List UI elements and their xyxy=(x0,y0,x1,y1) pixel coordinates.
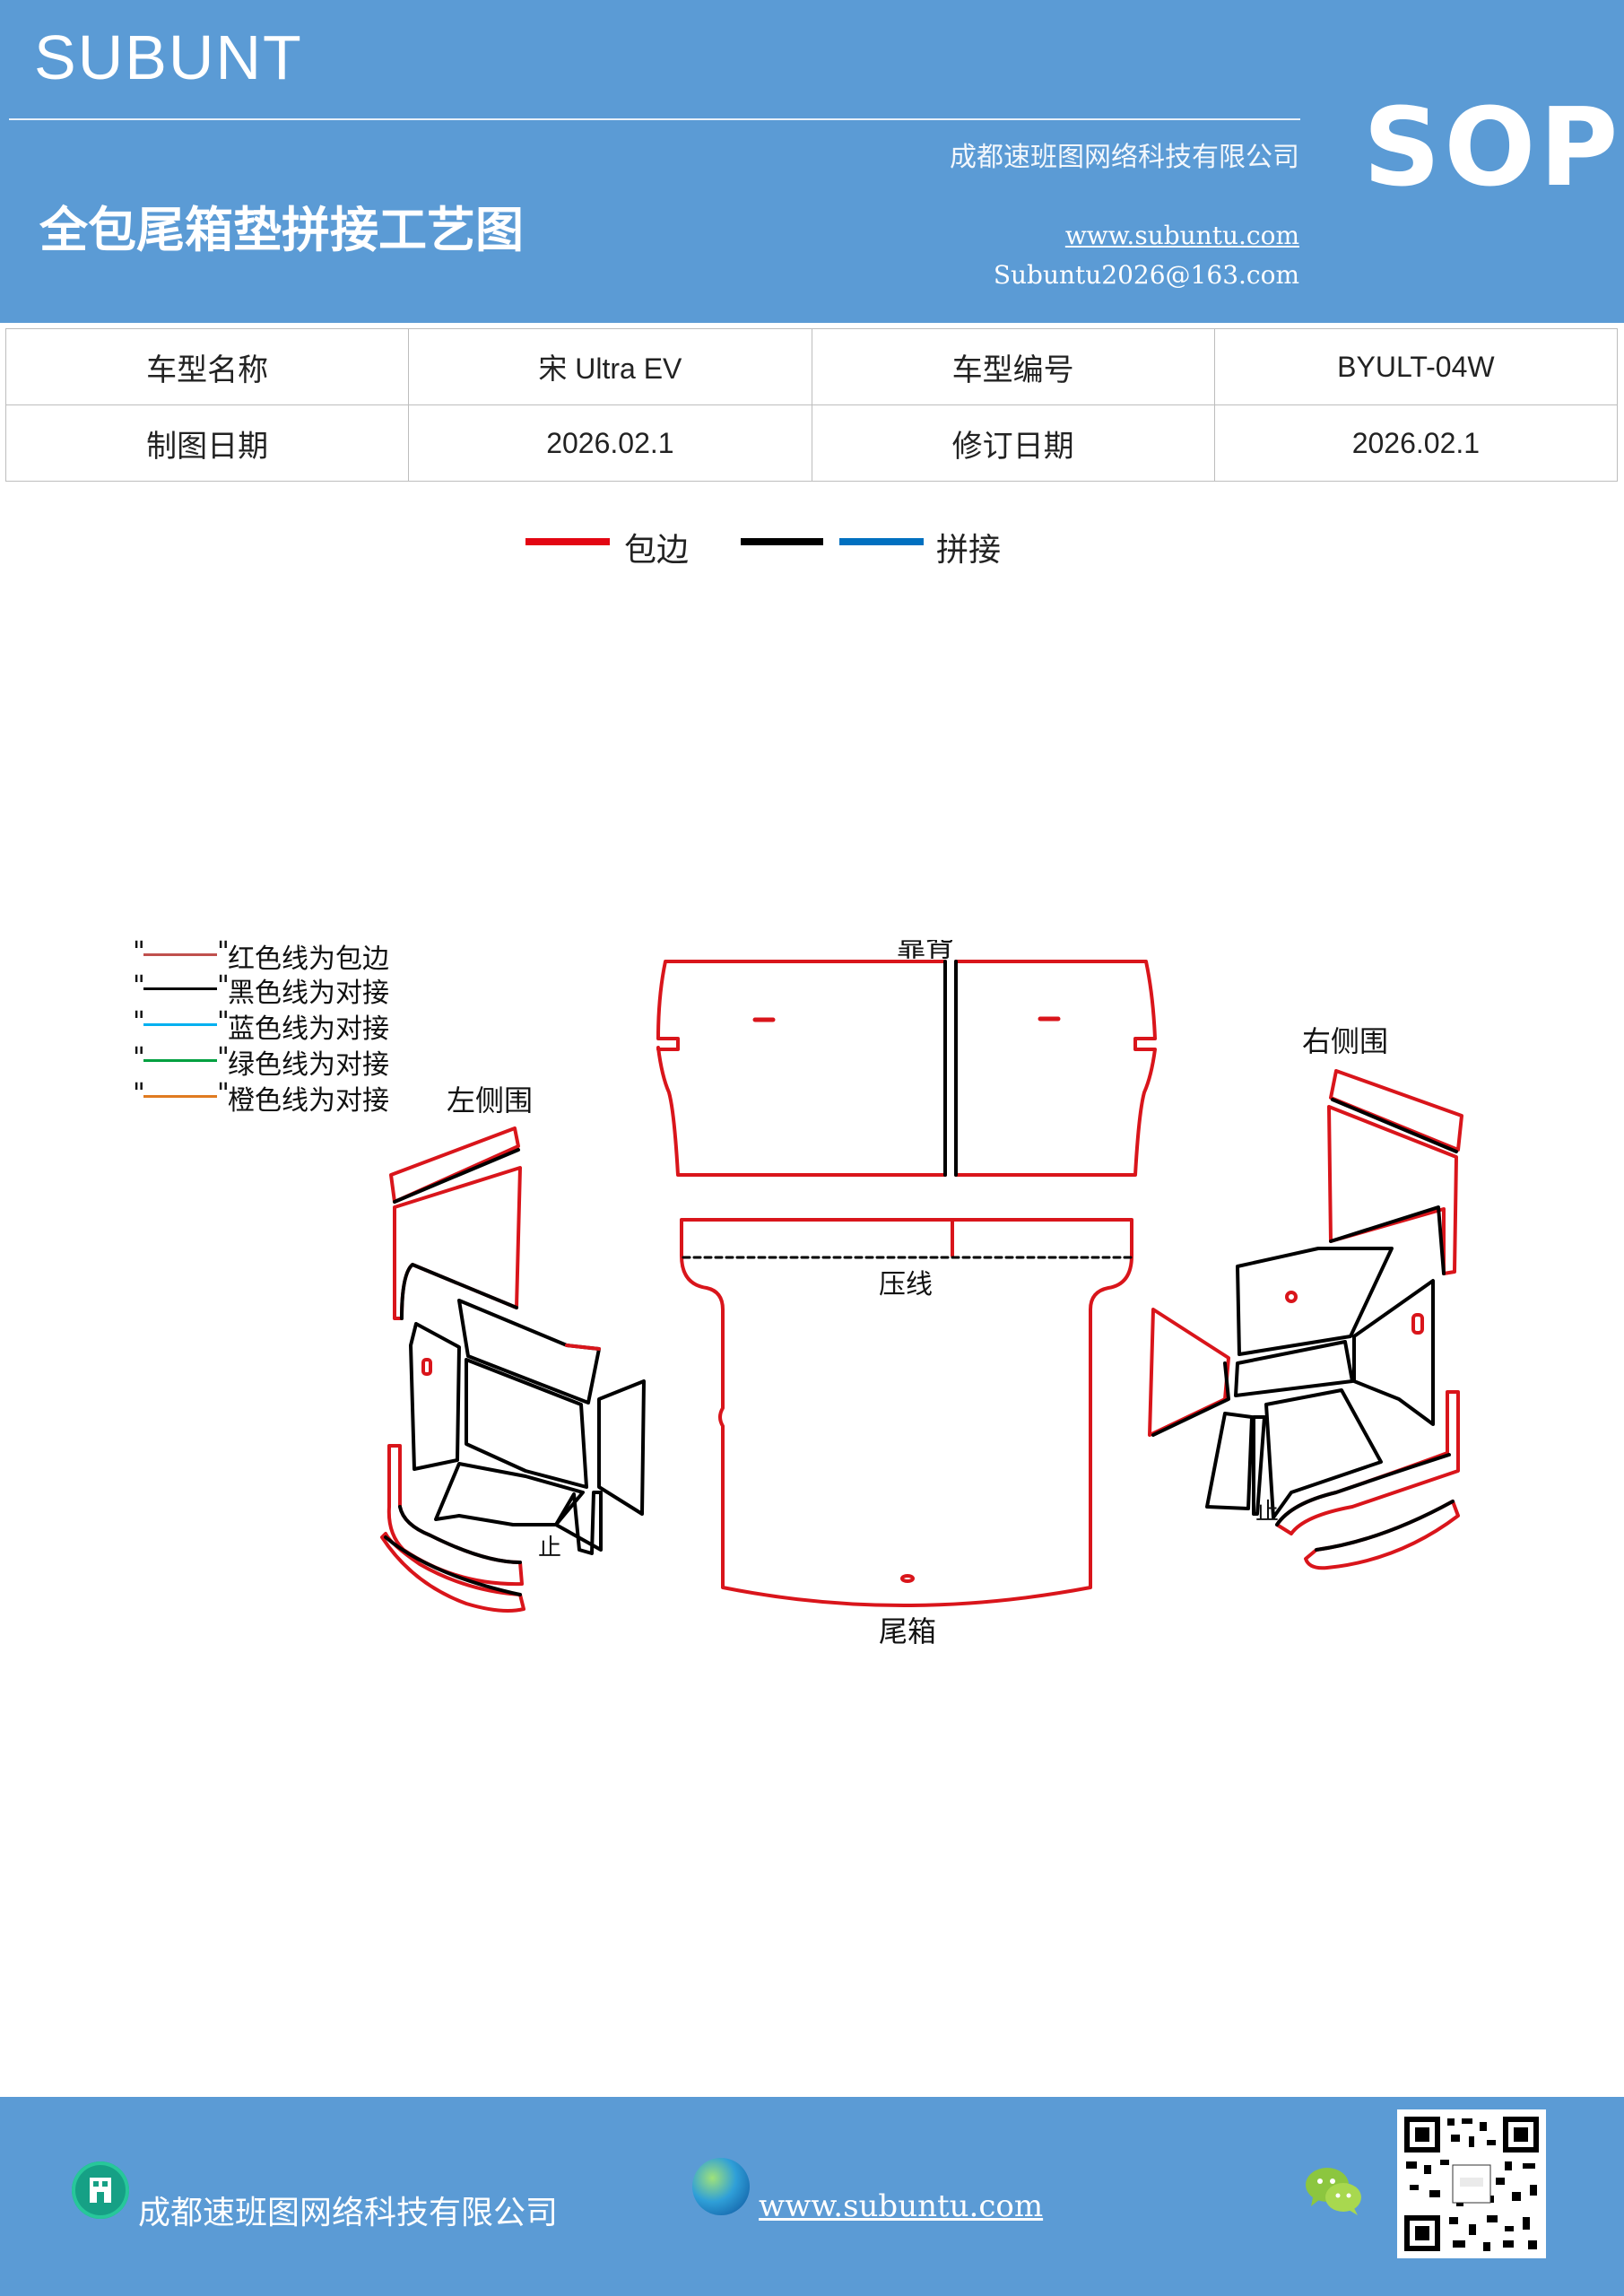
model-code-label: 车型编号 xyxy=(811,328,1215,405)
table-row: 制图日期 2026.02.1 修订日期 2026.02.1 xyxy=(4,404,1619,482)
left-side-label: 左侧围 xyxy=(447,1083,533,1118)
sop-badge: SOP xyxy=(1363,86,1622,211)
revision-date-value: 2026.02.1 xyxy=(1213,404,1619,482)
model-name-label: 车型名称 xyxy=(4,328,410,405)
email-address: Subuntu2026@163.com xyxy=(993,260,1299,290)
legend-swatch-red xyxy=(525,538,610,545)
legend-line-green xyxy=(143,1059,217,1062)
legend-label-edging: 包边 xyxy=(624,532,690,569)
legend-line-red xyxy=(143,953,217,956)
building-icon xyxy=(72,2161,129,2219)
draw-date-label: 制图日期 xyxy=(4,404,410,482)
header-banner: SUBUNT 成都速班图网络科技有限公司 全包尾箱垫拼接工艺图 www.subu… xyxy=(0,0,1624,323)
website-link[interactable]: www.subuntu.com xyxy=(1064,221,1299,250)
trunk-label: 尾箱 xyxy=(879,1614,936,1648)
backrest-label: 靠背 xyxy=(897,940,954,963)
footer-website-link[interactable]: www.subuntu.com xyxy=(759,2188,1044,2224)
legend-swatch-black xyxy=(741,538,823,545)
globe-icon xyxy=(692,2158,750,2215)
revision-date-label: 修订日期 xyxy=(811,404,1215,482)
left-side-upper xyxy=(393,1166,522,1320)
right-side-label: 右侧围 xyxy=(1302,1024,1388,1058)
wechat-icon[interactable] xyxy=(1302,2163,1365,2217)
stop-mark-right: 止 xyxy=(1255,1499,1279,1526)
stop-mark-left: 止 xyxy=(538,1535,561,1561)
legend-line-blue xyxy=(143,1023,217,1026)
press-line-label: 压线 xyxy=(879,1269,933,1300)
brand-name: SUBUNT xyxy=(34,22,303,92)
document-title: 全包尾箱垫拼接工艺图 xyxy=(39,201,524,258)
footer-company-name: 成都速班图网络科技有限公司 xyxy=(138,2195,559,2231)
company-name: 成都速班图网络科技有限公司 xyxy=(950,142,1299,173)
mat-splicing-diagram: 靠背 左侧围 右侧围 压线 尾箱 止 止 xyxy=(380,940,1463,1648)
draw-date-value: 2026.02.1 xyxy=(408,404,812,482)
footer-banner: 成都速班图网络科技有限公司 www.subuntu.com xyxy=(0,2097,1624,2296)
legend-line-black xyxy=(143,987,217,990)
vehicle-info-table: 车型名称 宋 Ultra EV 车型编号 BYULT-04W 制图日期 2026… xyxy=(4,328,1619,482)
legend-line-orange xyxy=(143,1095,217,1098)
legend-label-splice: 拼接 xyxy=(936,532,1002,569)
backrest-right-panel xyxy=(954,960,1157,1177)
table-row: 车型名称 宋 Ultra EV 车型编号 BYULT-04W xyxy=(4,328,1619,405)
trunk-floor-panel xyxy=(680,1218,1133,1607)
model-code-value: BYULT-04W xyxy=(1213,328,1619,405)
qr-code xyxy=(1397,2109,1546,2258)
header-divider xyxy=(9,118,1300,120)
backrest-left-panel xyxy=(656,960,947,1177)
line-legend: 包边 拼接 xyxy=(0,524,1624,578)
model-name-value: 宋 Ultra EV xyxy=(408,328,812,405)
left-side-strip xyxy=(389,1126,520,1204)
right-side-strip xyxy=(1329,1069,1463,1152)
legend-swatch-blue xyxy=(839,538,924,545)
